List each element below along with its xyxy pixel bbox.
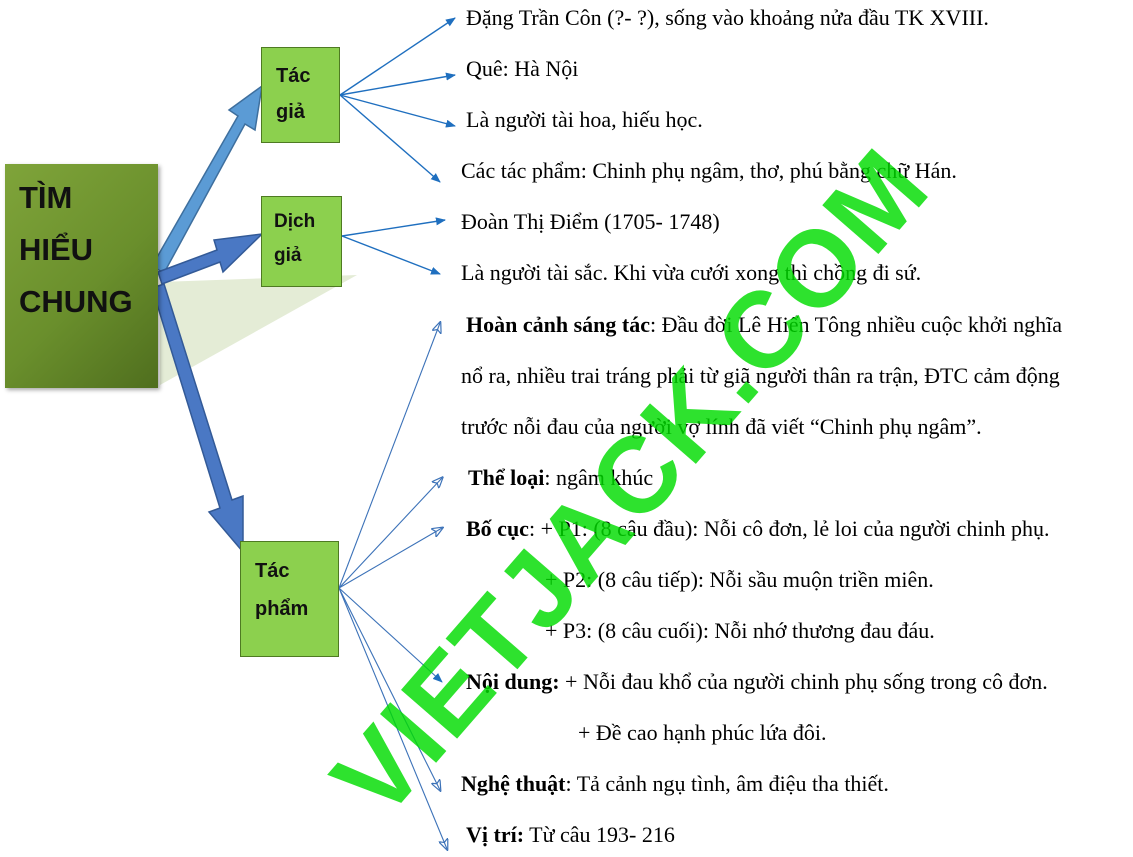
node-label: giả: [274, 245, 302, 266]
shadow-wedge: [160, 275, 357, 385]
node-label: phẩm: [255, 598, 309, 620]
node-label: giả: [276, 101, 305, 123]
tac-gia-item: Quê: Hà Nội: [466, 56, 579, 81]
node-tac-pham: Tác phẩm: [240, 541, 339, 657]
big-arrow-tac-pham: [151, 283, 244, 555]
root-line: HIỂU: [19, 232, 94, 267]
big-arrow-dich-gia: [157, 232, 265, 285]
hoan-canh-line: Hoàn cảnh sáng tác: Đầu đời Lê Hiển Tông…: [466, 312, 1062, 338]
the-loai-text: : ngâm khúc: [544, 465, 654, 490]
root-line: TÌM: [19, 180, 73, 215]
dich-gia-item: Là người tài sắc. Khi vừa cưới xong thì …: [461, 260, 922, 285]
hoan-canh-label: Hoàn cảnh sáng tác: [466, 312, 650, 337]
root-line: CHUNG: [19, 284, 133, 319]
nghe-thuat-line: Nghệ thuật: Tả cảnh ngụ tình, âm điệu th…: [461, 771, 889, 797]
node-label: Dịch: [274, 211, 316, 232]
tac-gia-item: Đặng Trần Côn (?- ?), sống vào khoảng nử…: [466, 5, 989, 30]
node-tac-gia: Tác giả: [261, 47, 340, 143]
tac-gia-arrows: [339, 17, 456, 183]
node-dich-gia: Dịch giả: [261, 196, 342, 287]
vi-tri-text: Từ câu 193- 216: [524, 822, 675, 847]
dich-gia-arrows: [341, 217, 446, 275]
tac-gia-item: Là người tài hoa, hiếu học.: [466, 107, 703, 132]
node-label: Tác: [276, 65, 311, 87]
dich-gia-item: Đoàn Thị Điểm (1705- 1748): [461, 209, 720, 234]
big-arrow-tac-gia: [150, 84, 264, 275]
the-loai-label: Thể loại: [468, 465, 545, 490]
bo-cuc-label: Bố cục: [466, 516, 529, 541]
bo-cuc-line: Bố cục: + P1: (8 câu đầu): Nỗi cô đơn, l…: [466, 516, 1049, 542]
noi-dung-line: Nội dung: + Nỗi đau khổ của người chinh …: [466, 669, 1048, 695]
tac-pham-arrows: [338, 323, 447, 849]
vi-tri-label: Vị trí:: [466, 822, 525, 847]
hoan-canh-text: : Đầu đời Lê Hiển Tông nhiều cuộc khởi n…: [649, 312, 1063, 337]
root-node: TÌM HIỂU CHUNG: [5, 164, 158, 388]
hoan-canh-line: trước nỗi đau của người vợ lính đã viết …: [461, 414, 982, 439]
node-label: Tác: [255, 560, 290, 582]
noi-dung-line2: + Đề cao hạnh phúc lứa đôi.: [578, 720, 827, 745]
bo-cuc-p3: + P3: (8 câu cuối): Nỗi nhớ thương đau đ…: [545, 618, 935, 643]
noi-dung-text: + Nỗi đau khổ của người chinh phụ sống t…: [559, 669, 1048, 694]
noi-dung-label: Nội dung:: [466, 669, 560, 694]
bo-cuc-p1: : + P1: (8 câu đầu): Nỗi cô đơn, lẻ loi …: [528, 516, 1050, 541]
bo-cuc-p2: + P2: (8 câu tiếp): Nỗi sầu muộn triền m…: [545, 567, 934, 592]
nghe-thuat-label: Nghệ thuật: [461, 771, 566, 796]
the-loai-line: Thể loại: ngâm khúc: [468, 465, 653, 491]
nghe-thuat-text: : Tả cảnh ngụ tình, âm điệu tha thiết.: [565, 771, 889, 796]
vi-tri-line: Vị trí: Từ câu 193- 216: [466, 822, 675, 848]
tac-gia-item: Các tác phẩm: Chinh phụ ngâm, thơ, phú b…: [461, 158, 957, 183]
hoan-canh-line: nổ ra, nhiều trai tráng phải từ giã ngườ…: [461, 363, 1060, 388]
